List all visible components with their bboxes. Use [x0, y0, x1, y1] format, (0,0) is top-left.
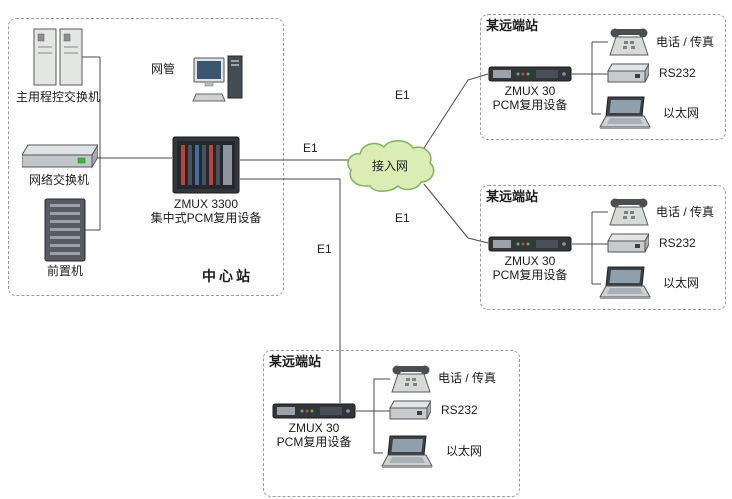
- zmux30-desc: PCM复用设备: [492, 268, 568, 282]
- zmux30-device-icon: [488, 236, 572, 252]
- center-station-box: [8, 18, 284, 296]
- zmux30-desc: PCM复用设备: [276, 435, 352, 449]
- pbx-cabinets-icon: [33, 28, 83, 86]
- laptop-icon: [599, 96, 651, 129]
- rs232-label: RS232: [441, 403, 478, 417]
- link-cloud-top-station-e1: [423, 73, 489, 149]
- nms-computer-icon: [192, 55, 243, 102]
- e1-label-bottom: E1: [317, 242, 332, 256]
- zmux30-name: ZMUX 30: [504, 254, 556, 268]
- network-switch-icon: [22, 144, 98, 169]
- cloud-label: 接入网: [371, 159, 408, 173]
- laptop-icon: [599, 266, 651, 299]
- remote-station-3-title: 某远端站: [269, 354, 322, 369]
- access-network-cloud-icon: [347, 140, 435, 192]
- rs232-label: RS232: [659, 66, 696, 80]
- nms-label: 网管: [151, 62, 176, 76]
- front-end-label: 前置机: [46, 264, 83, 278]
- remote-station-box-1: [480, 14, 726, 140]
- rs232-modem-icon: [607, 63, 649, 83]
- ethernet-label: 以太网: [446, 444, 483, 458]
- front-end-server-icon: [44, 198, 86, 262]
- zmux30-device-icon: [488, 66, 572, 82]
- zmux30-device-icon: [272, 403, 356, 419]
- phone-label: 电话 / 传真: [656, 35, 715, 49]
- ethernet-label: 以太网: [663, 276, 700, 290]
- remote-station-2-title: 某远端站: [486, 189, 539, 204]
- zmux30-desc: PCM复用设备: [492, 98, 568, 112]
- zmux3300-desc: 集中式PCM复用设备: [150, 211, 262, 225]
- e1-label-middle: E1: [395, 211, 410, 225]
- e1-label-top: E1: [395, 88, 410, 102]
- e1-label-center: E1: [303, 141, 318, 155]
- rs232-label: RS232: [659, 236, 696, 250]
- telephone-icon: [391, 365, 431, 393]
- remote-station-box-2: [480, 185, 726, 310]
- ethernet-label: 以太网: [663, 106, 700, 120]
- link-zmux-bottom-station-e1: [240, 178, 341, 403]
- zmux3300-name: ZMUX 3300: [173, 197, 239, 211]
- switch-label: 网络交换机: [28, 173, 89, 187]
- telephone-icon: [609, 198, 649, 226]
- rs232-modem-icon: [389, 400, 431, 420]
- pbx-label: 主用程控交换机: [15, 90, 100, 104]
- zmux3300-rack-icon: [172, 136, 240, 194]
- link-cloud-middle-station-e1: [423, 183, 489, 244]
- zmux30-name: ZMUX 30: [288, 421, 340, 435]
- zmux30-name: ZMUX 30: [504, 84, 556, 98]
- rs232-modem-icon: [607, 233, 649, 253]
- laptop-icon: [381, 435, 433, 468]
- remote-station-box-3: [263, 350, 520, 497]
- telephone-icon: [609, 28, 649, 56]
- phone-label: 电话 / 传真: [438, 371, 497, 385]
- remote-station-1-title: 某远端站: [486, 18, 539, 33]
- phone-label: 电话 / 传真: [656, 205, 715, 219]
- center-station-title: 中心站: [202, 268, 253, 284]
